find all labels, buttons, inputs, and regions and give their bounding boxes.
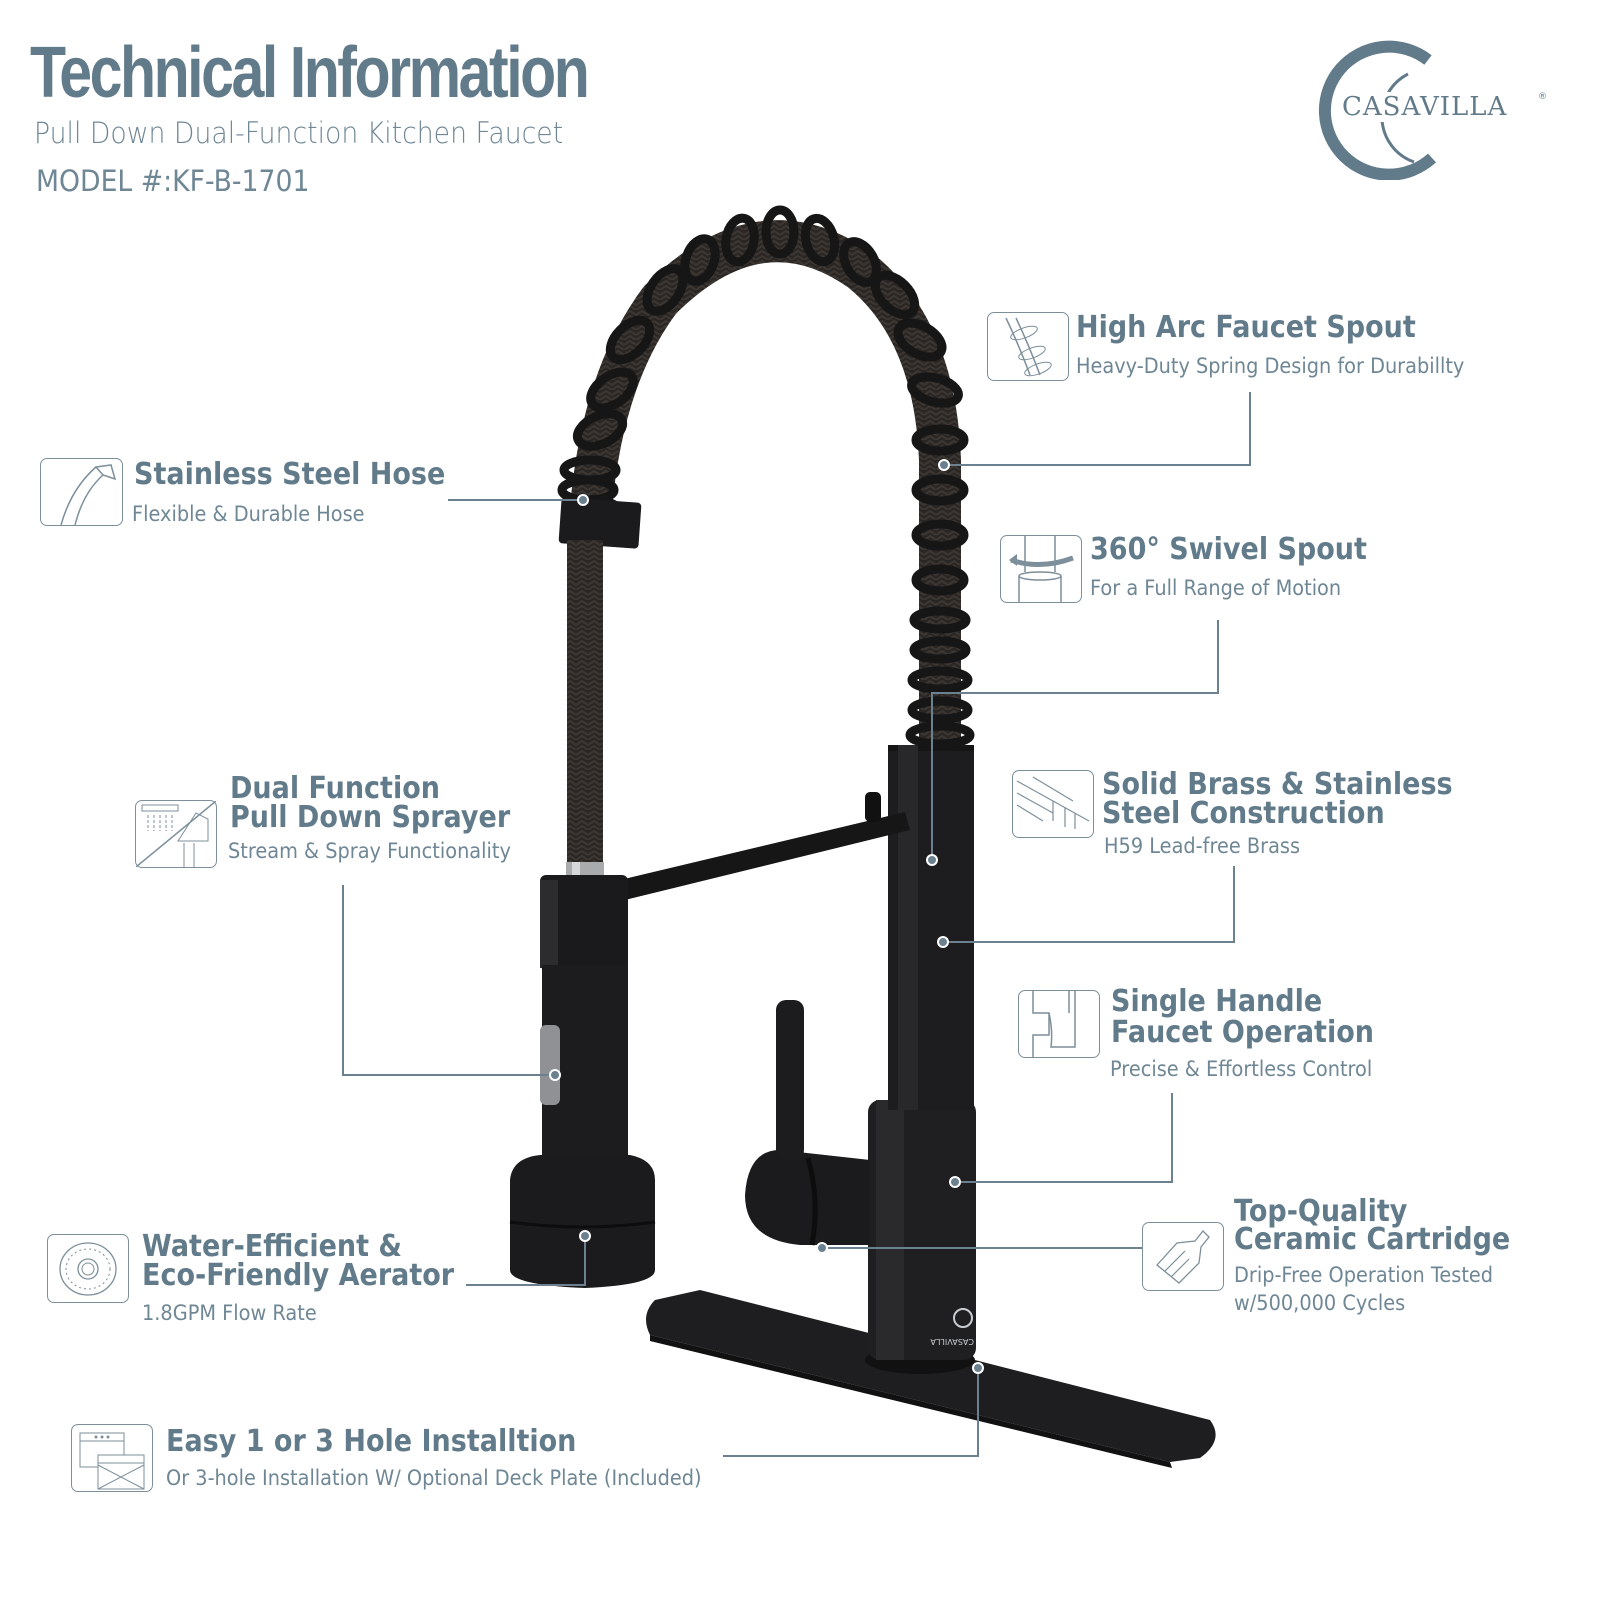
deck-plate	[646, 1290, 1216, 1468]
feature-title: High Arc Faucet Spout	[1076, 310, 1416, 345]
feature-title: Solid Brass & Stainless	[1102, 767, 1453, 802]
base-logo-text: CASAVILLA	[930, 1337, 974, 1346]
feature-title: Easy 1 or 3 Hole Installtion	[166, 1424, 577, 1459]
sprayer-holder-arm	[620, 792, 910, 900]
feature-title: Top-Quality	[1234, 1194, 1408, 1229]
feature-title: 360° Swivel Spout	[1090, 532, 1367, 567]
model-number: MODEL #:KF-B-1701	[36, 164, 310, 198]
registered-mark: ®	[1538, 92, 1547, 102]
feature-desc: For a Full Range of Motion	[1090, 576, 1342, 600]
feature-desc: Drip-Free Operation Tested	[1234, 1263, 1494, 1287]
feature-title: Dual Function	[230, 771, 440, 806]
feature-desc: Precise & Effortless Control	[1110, 1057, 1373, 1081]
feature-desc: Or 3-hole Installation W/ Optional Deck …	[166, 1466, 702, 1490]
brand-name: CASAVILLA	[1340, 92, 1510, 122]
sink-holes-icon	[71, 1424, 153, 1492]
cartridge-icon	[1142, 1222, 1224, 1291]
swivel-icon	[1000, 535, 1082, 603]
faucet-body: CASAVILLA	[745, 745, 976, 1374]
brand-logo: CASAVILLA ®	[1310, 40, 1550, 181]
feature-title: Faucet Operation	[1111, 1015, 1374, 1050]
callout-dots	[549, 459, 984, 1374]
spring-spout-icon	[987, 312, 1069, 381]
hose-icon	[40, 458, 123, 526]
feature-title: Water-Efficient &	[142, 1229, 402, 1264]
feature-desc: 1.8GPM Flow Rate	[142, 1301, 317, 1325]
leader-lines	[342, 392, 1251, 1457]
sprayer-icon	[135, 800, 217, 868]
feature-desc: H59 Lead-free Brass	[1104, 834, 1301, 858]
feature-desc: Heavy-Duty Spring Design for Durabillty	[1076, 354, 1465, 378]
feature-title: Ceramic Cartridge	[1234, 1222, 1511, 1257]
feature-title: Eco-Friendly Aerator	[142, 1258, 455, 1293]
feature-title: Single Handle	[1111, 984, 1323, 1019]
feature-desc: Stream & Spray Functionality	[228, 839, 511, 863]
spring-arc	[557, 205, 975, 749]
feature-desc: w/500,000 Cycles	[1234, 1291, 1406, 1315]
brass-bars-icon	[1012, 770, 1094, 838]
feature-title: Stainless Steel Hose	[134, 457, 446, 492]
feature-title: Pull Down Sprayer	[230, 800, 511, 835]
aerator-icon	[47, 1234, 129, 1303]
product-subtitle: Pull Down Dual-Function Kitchen Faucet	[34, 116, 564, 150]
handle-icon	[1018, 990, 1100, 1058]
feature-title: Steel Construction	[1102, 796, 1385, 831]
pull-down-sprayer	[509, 540, 656, 1288]
feature-desc: Flexible & Durable Hose	[132, 502, 365, 526]
page-title: Technical Information	[30, 33, 590, 113]
